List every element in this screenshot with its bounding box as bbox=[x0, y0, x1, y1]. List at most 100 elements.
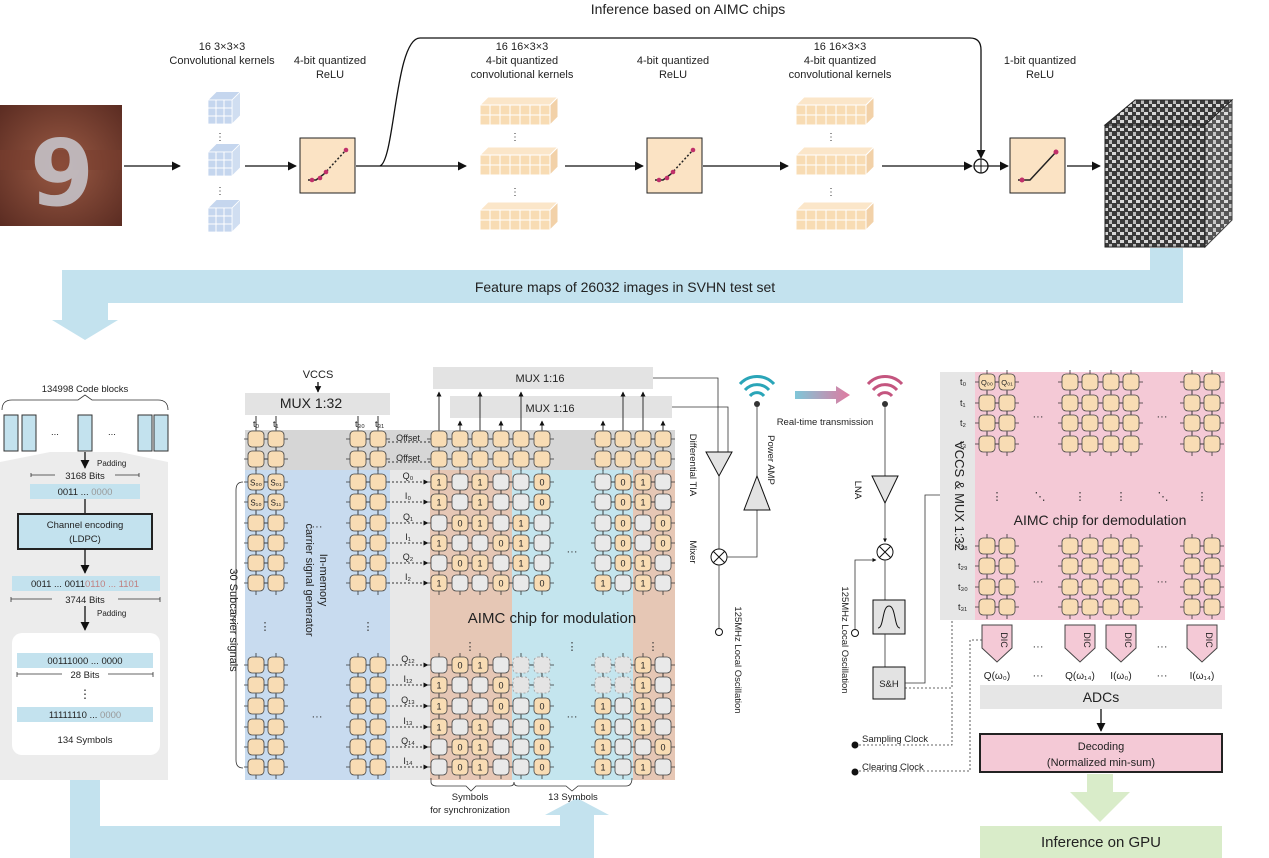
modulation-cell-value: 1 bbox=[477, 743, 482, 753]
modulation-cell-value: 1 bbox=[600, 723, 605, 733]
demod-cell bbox=[1183, 598, 1201, 616]
offset-cell-wire bbox=[651, 447, 675, 471]
rx-lo-terminal bbox=[851, 629, 859, 637]
generator-cell bbox=[349, 534, 367, 552]
modulation-cell bbox=[614, 718, 632, 736]
offset-cell-wire bbox=[611, 447, 635, 471]
ellipsis: ··· bbox=[1033, 670, 1044, 682]
demod-cell-wire bbox=[975, 595, 999, 619]
modulation-cell bbox=[492, 758, 510, 776]
modulation-cell bbox=[533, 676, 551, 694]
diag-dots: ⋱ bbox=[1158, 491, 1169, 503]
ellipsis: ··· bbox=[1157, 641, 1168, 653]
s-label: S₀₀ bbox=[250, 479, 262, 488]
dic-output-label: Q(ω₀) bbox=[984, 671, 1010, 682]
offset-cell bbox=[654, 430, 672, 448]
generator-cell-wire bbox=[264, 755, 288, 779]
generator-cell bbox=[369, 534, 387, 552]
mixer-to-amp bbox=[727, 510, 758, 558]
q-label: Q₀₁ bbox=[1001, 378, 1013, 387]
seq1: 0011 ... 0000 bbox=[58, 487, 113, 498]
modulation-cell-value: 0 bbox=[457, 519, 462, 529]
modulation-cell bbox=[512, 758, 530, 776]
demod-cell bbox=[1061, 537, 1079, 555]
generator-cell-wire bbox=[346, 755, 370, 779]
offset-cell-wire bbox=[509, 447, 533, 471]
modulation-cell bbox=[471, 676, 489, 694]
sym1: 00111000 ... 0000 bbox=[47, 656, 122, 667]
vccs-mux-label: VCCS & MUX 1:32 bbox=[952, 441, 967, 551]
generator-cell bbox=[349, 718, 367, 736]
kernel-slab-top bbox=[478, 201, 560, 211]
generator-cell-wire bbox=[346, 571, 370, 595]
stage2-label-3: convolutional kernels bbox=[471, 69, 574, 81]
generator-cell bbox=[349, 574, 367, 592]
kernel-cube-front bbox=[207, 151, 233, 177]
generator-cell-wire bbox=[244, 571, 268, 595]
sync-label-1: Symbols bbox=[452, 792, 489, 803]
row-label: Q₀ bbox=[403, 471, 414, 481]
modulation-cell-value: 1 bbox=[640, 681, 645, 691]
symbols-count: 134 Symbols bbox=[58, 735, 113, 746]
demod-cell bbox=[998, 394, 1016, 412]
tx-antenna-icon bbox=[738, 374, 776, 407]
modulation-cell-value: 1 bbox=[436, 579, 441, 589]
modulation-cell bbox=[512, 718, 530, 736]
stage3-label-2: 4-bit quantized bbox=[804, 55, 876, 67]
bits2-label: 3744 Bits bbox=[65, 595, 105, 606]
modulation-cell-value: 1 bbox=[477, 559, 482, 569]
row-label: Q₁₄ bbox=[401, 736, 415, 746]
generator-cell bbox=[267, 697, 285, 715]
sampling-clock-label: Sampling Clock bbox=[862, 734, 928, 745]
modulation-cell bbox=[512, 473, 530, 491]
clearing-clock-line bbox=[855, 639, 985, 772]
sample-hold-label: S&H bbox=[879, 679, 899, 690]
modulation-cell bbox=[654, 758, 672, 776]
modulation-cell bbox=[533, 534, 551, 552]
demod-cell bbox=[1102, 414, 1120, 432]
demod-cell bbox=[1061, 578, 1079, 596]
code-blocks bbox=[3, 414, 169, 452]
modulation-cell bbox=[471, 574, 489, 592]
modulation-cell bbox=[594, 473, 612, 491]
modulation-cell bbox=[533, 514, 551, 532]
modulation-cell-wire bbox=[651, 571, 675, 595]
offset-cell bbox=[492, 450, 510, 468]
generator-cell-wire bbox=[346, 447, 370, 471]
generator-cell bbox=[267, 676, 285, 694]
demod-cell bbox=[1102, 394, 1120, 412]
modulation-cell bbox=[451, 697, 469, 715]
kernel-slab-top bbox=[478, 146, 560, 156]
offset-cell-wire bbox=[591, 447, 615, 471]
demod-cell bbox=[1183, 373, 1201, 391]
modulation-cell-wire bbox=[489, 571, 513, 595]
demod-cell bbox=[1081, 578, 1099, 596]
kernel-vdots: ⋮ bbox=[215, 132, 225, 143]
row-label: Q₁₃ bbox=[401, 695, 415, 705]
modulation-cell bbox=[451, 574, 469, 592]
ellipsis: ··· bbox=[1157, 670, 1168, 682]
sum-node-icon bbox=[973, 158, 989, 174]
kernel-vdots: ⋮ bbox=[826, 132, 836, 143]
vccs-mux-bar bbox=[940, 372, 975, 620]
offset-label: Offset bbox=[396, 453, 420, 463]
stage3-label-3: convolutional kernels bbox=[789, 69, 892, 81]
modulation-cell-value: 1 bbox=[436, 498, 441, 508]
modulation-cell-wire bbox=[651, 755, 675, 779]
generator-cell bbox=[247, 514, 265, 532]
generator-cell bbox=[369, 554, 387, 572]
modulation-cell-value: 0 bbox=[498, 702, 503, 712]
offset-cell bbox=[614, 430, 632, 448]
modulation-cell-value: 1 bbox=[436, 478, 441, 488]
generator-cell bbox=[369, 718, 387, 736]
sample-hold-box bbox=[872, 666, 906, 700]
generator-cell-wire bbox=[244, 447, 268, 471]
relu-box bbox=[1009, 137, 1066, 194]
modulation-cell bbox=[594, 656, 612, 674]
modulation-cell bbox=[533, 758, 551, 776]
differential-tia-icon bbox=[705, 451, 733, 478]
mux-1-16-b-label: MUX 1:16 bbox=[526, 403, 575, 415]
modulation-cell-value: 1 bbox=[436, 681, 441, 691]
offset-cell bbox=[430, 430, 448, 448]
ellipsis: ··· bbox=[1033, 641, 1044, 653]
